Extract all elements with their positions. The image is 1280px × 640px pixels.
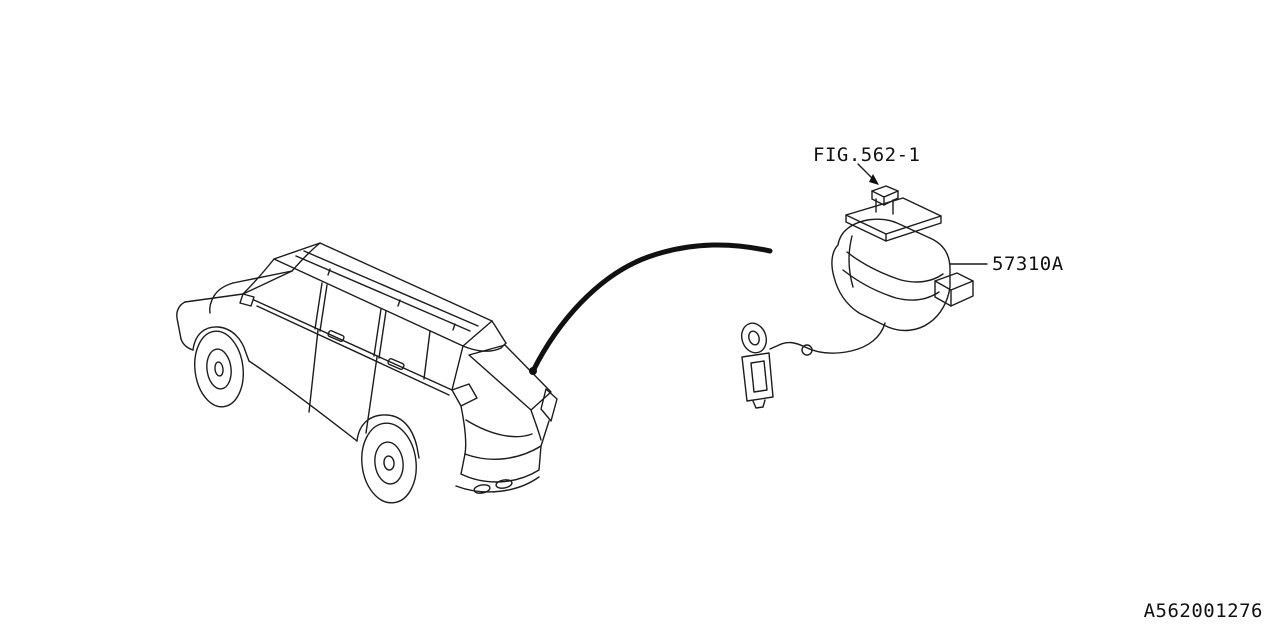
diagram-id-label: A562001276 (1144, 600, 1263, 622)
part-number-label: 57310A (992, 253, 1064, 275)
leader-curve (529, 242, 773, 375)
arrowhead (869, 174, 879, 185)
vehicle-drawing (176, 242, 558, 504)
fig-ref-arrow (857, 163, 879, 185)
fig-ref-label: FIG.562-1 (813, 144, 920, 166)
part-drawing (740, 185, 974, 409)
